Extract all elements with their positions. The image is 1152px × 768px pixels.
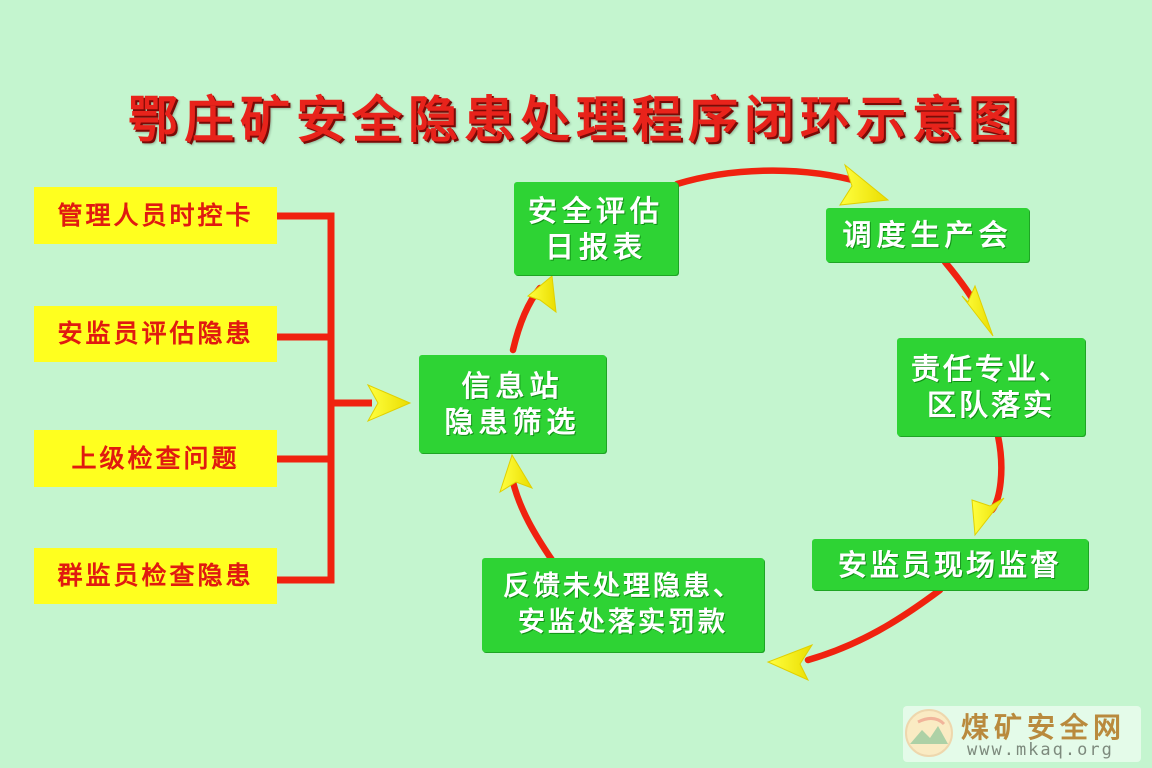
node-info-station: 信息站 隐患筛选 — [419, 355, 606, 453]
arrowhead-to-feedback — [766, 643, 814, 682]
arrowhead-to-report — [526, 275, 557, 314]
cycle-arrowheads — [499, 163, 1005, 682]
watermark: 煤矿安全网 www.mkaq.org — [903, 706, 1141, 762]
arrowhead-to-responsibility — [961, 284, 994, 337]
input-bracket — [277, 212, 372, 584]
input-management-card: 管理人员时控卡 — [34, 187, 277, 244]
input-mass-supervisor: 群监员检查隐患 — [34, 548, 277, 604]
node-feedback: 反馈未处理隐患、 安监处落实罚款 — [482, 558, 764, 652]
bracket-arrowhead — [366, 383, 412, 423]
input-superior-inspection: 上级检查问题 — [34, 430, 277, 487]
node-responsibility: 责任专业、 区队落实 — [897, 338, 1085, 436]
node-daily-report: 安全评估 日报表 — [514, 182, 678, 275]
arrowhead-to-dispatch — [839, 163, 890, 206]
watermark-url: www.mkaq.org — [967, 740, 1114, 760]
page-title: 鄂庄矿安全隐患处理程序闭环示意图 — [128, 91, 1024, 149]
arrowhead-to-info — [499, 453, 534, 494]
node-dispatch-meeting: 调度生产会 — [826, 208, 1029, 262]
watermark-site-name: 煤矿安全网 — [961, 711, 1127, 744]
arrowhead-to-supervision — [971, 497, 1005, 537]
input-inspector-assessment: 安监员评估隐患 — [34, 306, 277, 362]
node-site-supervision: 安监员现场监督 — [812, 539, 1088, 590]
